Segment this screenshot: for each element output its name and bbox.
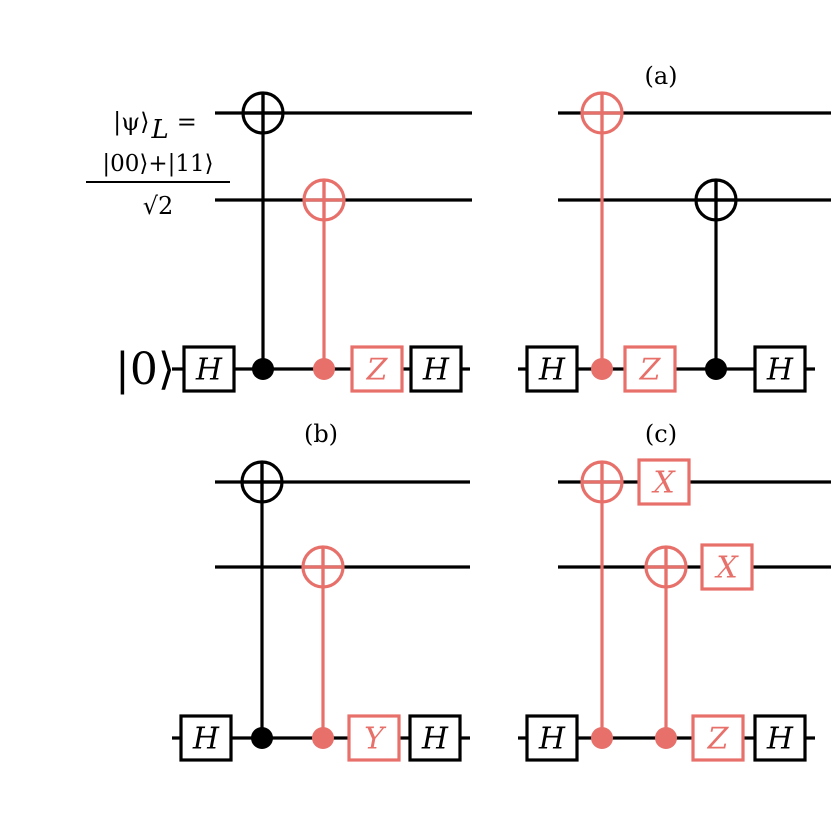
label-numerator: |00⟩+|11⟩	[102, 151, 213, 177]
gate-z-error: Z	[350, 345, 404, 393]
svg-text:H: H	[421, 722, 449, 757]
panel-a: (a) H Z H	[518, 62, 831, 393]
gate-h: H	[525, 714, 579, 762]
gate-y-error: Y	[347, 714, 401, 762]
gate-h: H	[408, 714, 462, 762]
cnot-target-error	[580, 460, 624, 504]
label-psi: |ψ⟩L=	[113, 108, 197, 145]
cnot-control-error	[312, 727, 334, 749]
svg-text:Y: Y	[364, 722, 387, 757]
cnot-control-error	[655, 727, 677, 749]
cnot-control	[252, 358, 274, 380]
gate-h: H	[753, 714, 807, 762]
svg-text:H: H	[422, 353, 450, 388]
svg-text:H: H	[192, 722, 220, 757]
gate-z-error: Z	[691, 714, 745, 762]
svg-text:H: H	[195, 353, 223, 388]
cnot-control-error	[591, 727, 613, 749]
gate-x-error: X	[700, 543, 754, 591]
svg-text:Z: Z	[639, 353, 662, 388]
cnot-target-error	[301, 545, 345, 589]
svg-text:X: X	[714, 551, 739, 586]
panel-title: (c)	[645, 420, 677, 448]
panel-title: (b)	[304, 420, 338, 448]
label-denominator: √2	[143, 192, 174, 220]
gate-h: H	[753, 345, 807, 393]
panel-b: (b) H Y H	[172, 420, 470, 762]
cnot-control	[251, 727, 273, 749]
svg-text:Z: Z	[707, 722, 730, 757]
svg-text:H: H	[766, 722, 794, 757]
gate-h: H	[182, 345, 236, 393]
cnot-control-error	[313, 358, 335, 380]
gate-x-error: X	[637, 458, 691, 506]
svg-text:H: H	[538, 353, 566, 388]
label-ancilla-state: |0⟩	[115, 344, 175, 395]
panel-title: (a)	[644, 62, 677, 90]
svg-text:Z: Z	[366, 353, 389, 388]
cnot-target	[694, 178, 738, 222]
cnot-target-error	[580, 91, 624, 135]
cnot-target	[241, 91, 285, 135]
gate-h: H	[409, 345, 463, 393]
cnot-target	[240, 460, 284, 504]
cnot-control	[705, 358, 727, 380]
gate-h: H	[525, 345, 579, 393]
svg-text:H: H	[766, 353, 794, 388]
cnot-target-error	[302, 178, 346, 222]
gate-h: H	[179, 714, 233, 762]
svg-text:H: H	[538, 722, 566, 757]
cnot-control-error	[591, 358, 613, 380]
cnot-target-error	[644, 545, 688, 589]
panel-main: |ψ⟩L= |00⟩+|11⟩ √2 |0⟩ H Z	[86, 91, 472, 395]
gate-z-error: Z	[623, 345, 677, 393]
panel-c: (c) X X H Z	[518, 420, 831, 762]
svg-text:X: X	[651, 466, 676, 501]
